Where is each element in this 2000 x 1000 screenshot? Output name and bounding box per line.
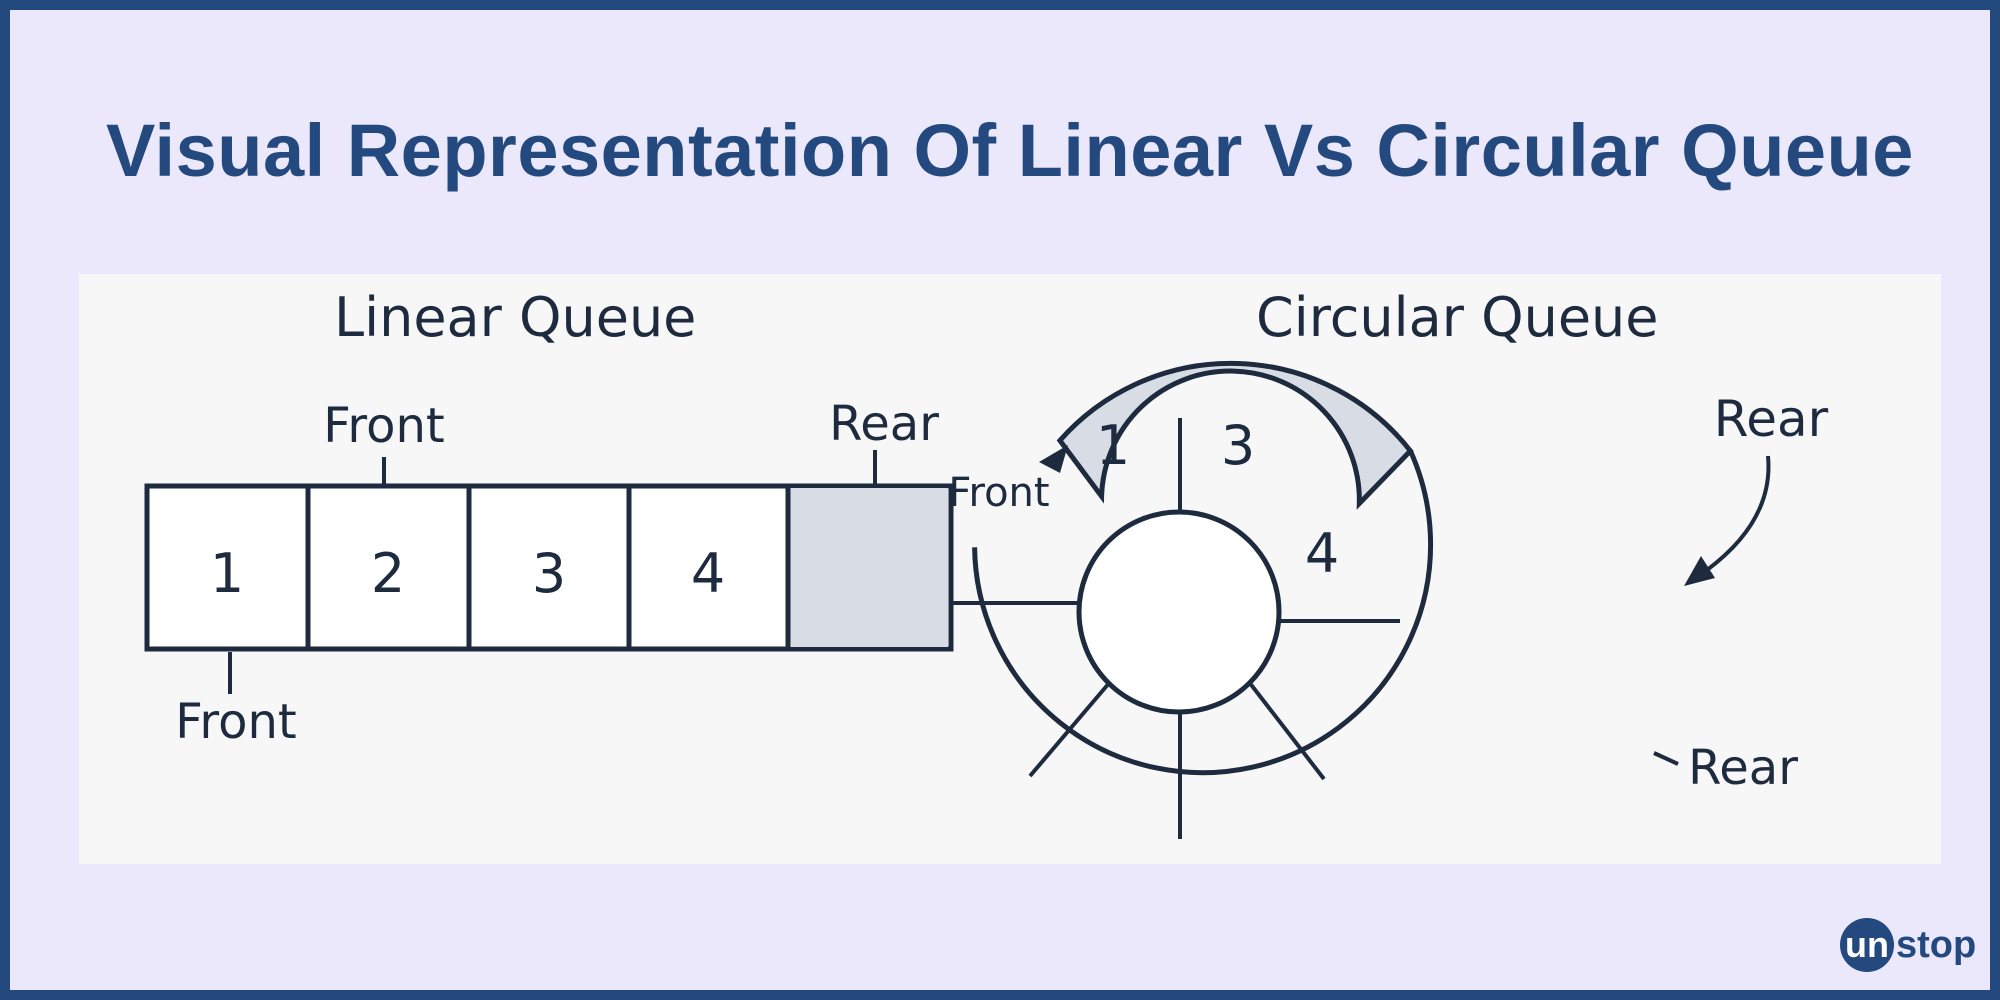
linear-queue-heading: Linear Queue [334,286,697,349]
circular-queue: 1 3 4 Front Rear Rear [948,360,1829,839]
circular-queue-heading: Circular Queue [1256,286,1659,349]
unstop-logo: un stop [1840,918,1976,972]
linear-cell-3: 3 [532,542,566,605]
circular-outer-ring [972,449,1434,776]
linear-cell-2: 2 [371,542,405,605]
linear-cell-4: 4 [691,542,725,605]
logo-badge: un [1840,918,1894,972]
logo-text: stop [1896,923,1977,966]
circular-rear-bottom-label: Rear [1688,740,1798,796]
linear-front-top-label: Front [323,398,444,454]
circular-cell-4: 4 [1305,522,1339,585]
linear-front-bottom-label: Front [175,694,296,750]
circular-cell-1: 1 [1096,414,1130,477]
linear-queue-empty-cell [790,488,948,647]
rear-arrow-head [1684,556,1715,586]
circular-rear-top-label: Rear [1714,390,1829,448]
front-arrow-head [1039,445,1068,473]
linear-queue: 1 2 3 4 Front Rear Front [144,396,954,750]
circular-shaded-sector [1056,360,1414,510]
rear-bottom-tick [1653,751,1679,766]
linear-cell-1: 1 [210,542,244,605]
linear-rear-top-label: Rear [829,396,939,452]
rear-arrow-curve [1705,455,1771,572]
queue-diagrams: 1 2 3 4 Front Rear Front [144,360,1829,839]
page-title: Visual Representation Of Linear Vs Circu… [106,109,1914,192]
circular-front-label: Front [948,470,1049,516]
circular-cell-3: 3 [1221,414,1255,477]
diagram-panel: Linear Queue Circular Queue 1 2 3 4 [79,274,1941,864]
